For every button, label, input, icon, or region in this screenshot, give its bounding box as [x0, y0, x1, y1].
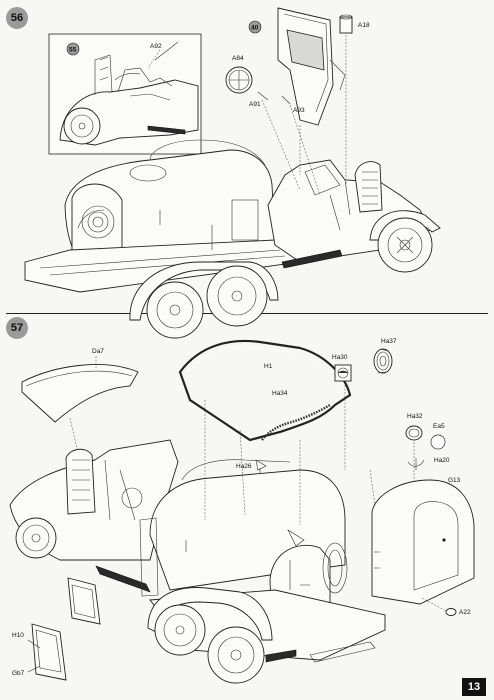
part-Ha37-reel: [373, 348, 393, 374]
callout-40-circle: [248, 20, 262, 34]
part-A18-cap: [339, 14, 353, 34]
part-label-A92: A92: [150, 43, 162, 50]
part-Ea5-lens: [430, 434, 446, 450]
step57-tanker-truck: [9, 439, 386, 684]
step56-door-part: [277, 7, 346, 126]
callout-55: 55: [69, 47, 77, 54]
part-label-H1: H1: [264, 363, 273, 370]
part-Ha34-hose: [261, 403, 331, 441]
step-57-badge: 57: [6, 317, 28, 339]
part-Ha32-lamp: [405, 425, 423, 441]
part-A84-steering-wheel: [225, 66, 253, 94]
part-label-H10: H10: [12, 632, 24, 639]
part-G13-rear-cover: [371, 479, 475, 605]
part-label-Ha32: Ha32: [407, 413, 423, 420]
part-A22-pin: [445, 608, 457, 616]
part-label-Ha26: Ha26: [236, 463, 252, 470]
page-number: 13: [467, 681, 481, 693]
part-label-A93: A93: [293, 107, 305, 114]
part-label-A22: A22: [459, 609, 471, 616]
part-label-Ha20: Ha20: [434, 457, 450, 464]
part-label-Ha37: Ha37: [381, 338, 397, 345]
step-57-number: 57: [10, 322, 24, 334]
part-H10-panel: [67, 577, 101, 625]
part-label-Gb7: Gb7: [12, 670, 25, 677]
part-label-Da7: Da7: [92, 348, 104, 355]
step-56-badge: 56: [6, 7, 28, 29]
part-label-Ha30: Ha30: [332, 354, 348, 361]
callout-55-circle: [66, 42, 80, 56]
part-label-G13: G13: [448, 477, 461, 484]
part-label-Ea5: Ea5: [433, 423, 445, 430]
callout-40: 40: [251, 25, 259, 32]
part-Da7-roof: [21, 364, 139, 423]
part-Ha20-bracket: [407, 458, 425, 470]
part-H1-frame: [178, 339, 352, 442]
part-label-A91: A91: [249, 101, 261, 108]
inset-engine-view: [59, 41, 199, 146]
part-Ha30-part: [334, 364, 352, 382]
part-label-A18: A18: [358, 22, 370, 29]
step56-tanker-truck: [24, 139, 441, 339]
step-56-number: 56: [10, 12, 24, 24]
page-number-badge: 13: [462, 678, 486, 696]
part-label-A84: A84: [232, 55, 244, 62]
part-Gb7-panel: [31, 623, 67, 681]
part-label-Ha34: Ha34: [272, 390, 288, 397]
